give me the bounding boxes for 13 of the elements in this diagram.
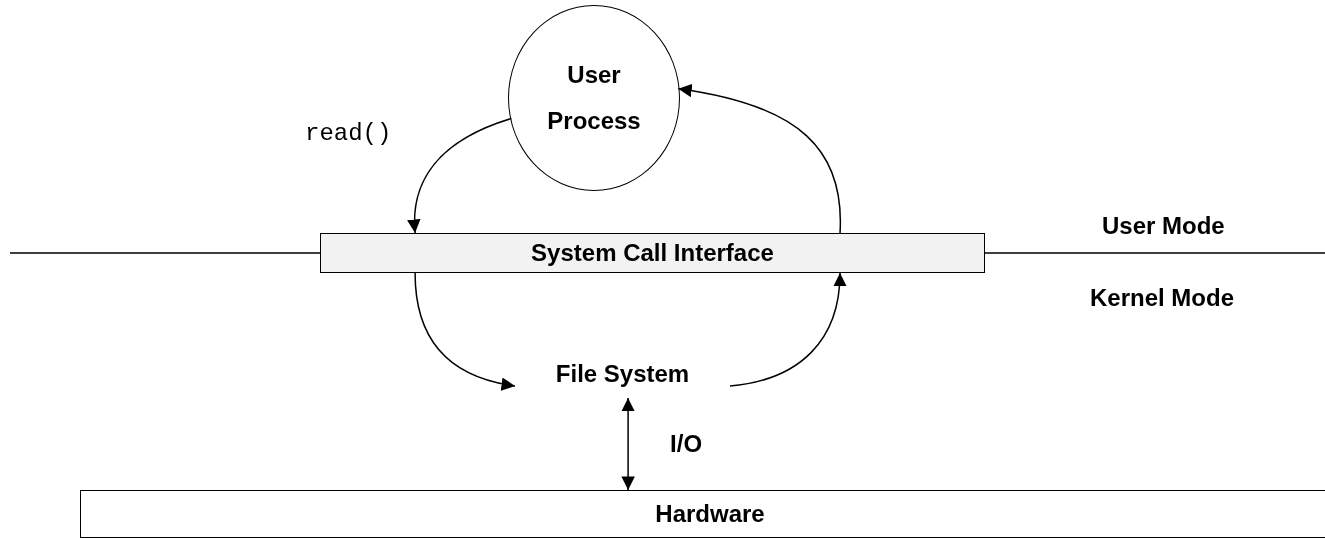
- arrow: [407, 117, 513, 234]
- mode-label: User Mode: [1102, 212, 1225, 240]
- node-label: System Call Interface: [531, 238, 774, 269]
- arrow: [677, 84, 841, 234]
- node-label: Hardware: [655, 499, 765, 530]
- node-label: File System: [555, 359, 690, 390]
- mode-label: Kernel Mode: [1090, 284, 1235, 312]
- arrow: [414, 272, 516, 391]
- hardware-bar: [80, 490, 1325, 538]
- node-label: User Process: [546, 60, 642, 136]
- interface-bar: [320, 233, 985, 273]
- arrow: [621, 397, 635, 491]
- arrow: [729, 272, 847, 387]
